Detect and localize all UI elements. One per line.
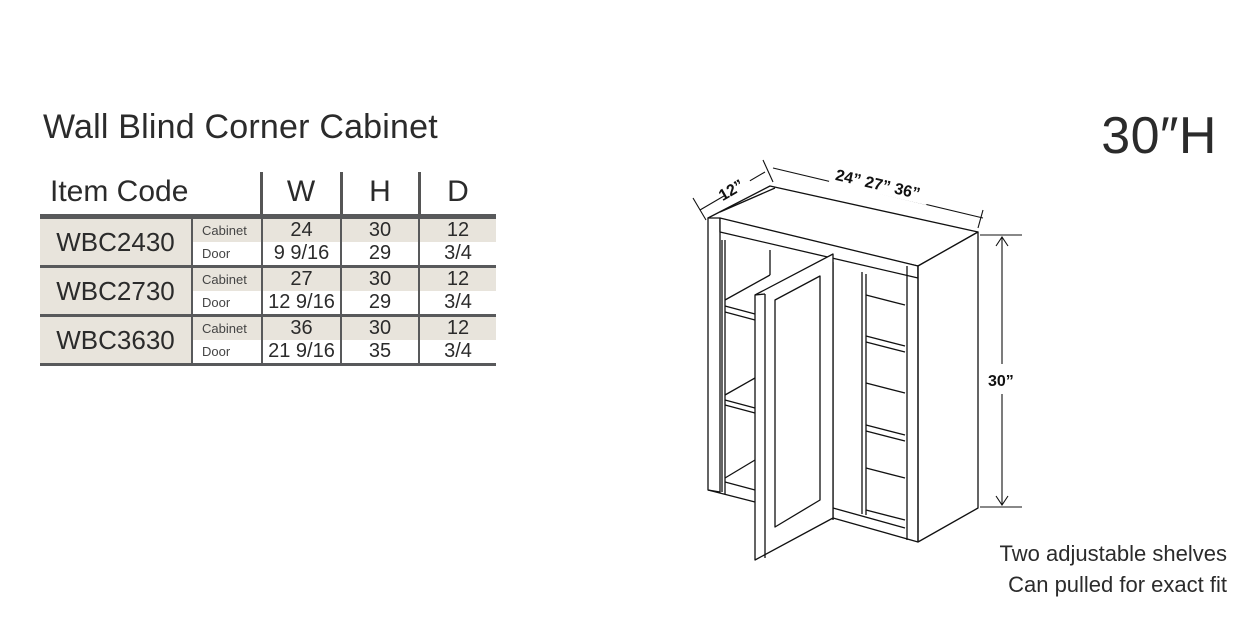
row-rule <box>40 314 496 317</box>
header-divider <box>260 172 263 214</box>
column-divider <box>191 317 193 363</box>
column-divider <box>418 268 420 314</box>
cabinet-depth: 12 <box>446 268 470 290</box>
door-height: 35 <box>368 340 392 362</box>
cabinet-depth: 12 <box>446 317 470 339</box>
column-divider <box>261 268 263 314</box>
item-code: WBC3630 <box>40 317 191 363</box>
column-divider <box>340 317 342 363</box>
door-height: 29 <box>368 291 392 313</box>
spec-table: Item Code W H D WBC2430 Cabinet Door 24 … <box>40 170 496 366</box>
cabinet-width: 27 <box>290 268 313 290</box>
cabinet-depth: 12 <box>446 219 470 241</box>
height-badge: 30″H <box>1101 107 1217 165</box>
cabinet-label: Cabinet <box>202 272 247 287</box>
item-code: WBC2730 <box>40 268 191 314</box>
cabinet-width: 24 <box>290 219 313 241</box>
column-divider <box>191 219 193 265</box>
door-height: 29 <box>368 242 392 264</box>
header-divider <box>418 172 421 214</box>
column-divider <box>340 268 342 314</box>
door-label: Door <box>202 295 231 310</box>
height-dimension-label: 30” <box>988 373 1014 390</box>
table-row: WBC2430 Cabinet Door 24 9 9/16 30 29 12 … <box>40 219 496 265</box>
cabinet-height: 30 <box>368 317 392 339</box>
header-rule <box>40 214 496 219</box>
column-divider <box>191 268 193 314</box>
table-bottom-rule <box>40 363 496 366</box>
table-header: Item Code W H D <box>40 170 496 214</box>
cabinet-label: Cabinet <box>202 321 247 336</box>
column-divider <box>340 219 342 265</box>
header-d: D <box>447 175 469 208</box>
column-divider <box>418 219 420 265</box>
column-divider <box>261 317 263 363</box>
item-code: WBC2430 <box>40 219 191 265</box>
header-item-code: Item Code <box>50 175 189 208</box>
door-width: 9 9/16 <box>273 242 330 264</box>
door-label: Door <box>202 246 231 261</box>
table-row: WBC2730 Cabinet Door 27 12 9/16 30 29 12… <box>40 268 496 314</box>
cabinet-height: 30 <box>368 268 392 290</box>
note-fit: Can pulled for exact fit <box>1008 572 1227 597</box>
row-rule <box>40 265 496 268</box>
notes: Two adjustable shelves Can pulled for ex… <box>1000 538 1227 600</box>
door-label: Door <box>202 344 231 359</box>
note-shelves: Two adjustable shelves <box>999 541 1227 566</box>
header-divider <box>340 172 343 214</box>
cabinet-drawing: 12” 24” 27” 36” 30” <box>692 159 1022 561</box>
header-w: W <box>286 175 316 208</box>
cabinet-height: 30 <box>368 219 392 241</box>
door-width: 21 9/16 <box>268 340 335 362</box>
column-divider <box>261 219 263 265</box>
column-divider <box>418 317 420 363</box>
door-width: 12 9/16 <box>268 291 335 313</box>
door-depth: 3/4 <box>444 291 472 313</box>
table-row: WBC3630 Cabinet Door 36 21 9/16 30 35 12… <box>40 317 496 363</box>
header-h: H <box>369 175 391 208</box>
door-depth: 3/4 <box>444 242 472 264</box>
door-depth: 3/4 <box>444 340 472 362</box>
cabinet-label: Cabinet <box>202 223 247 238</box>
cabinet-width: 36 <box>290 317 313 339</box>
page-title: Wall Blind Corner Cabinet <box>43 108 438 146</box>
